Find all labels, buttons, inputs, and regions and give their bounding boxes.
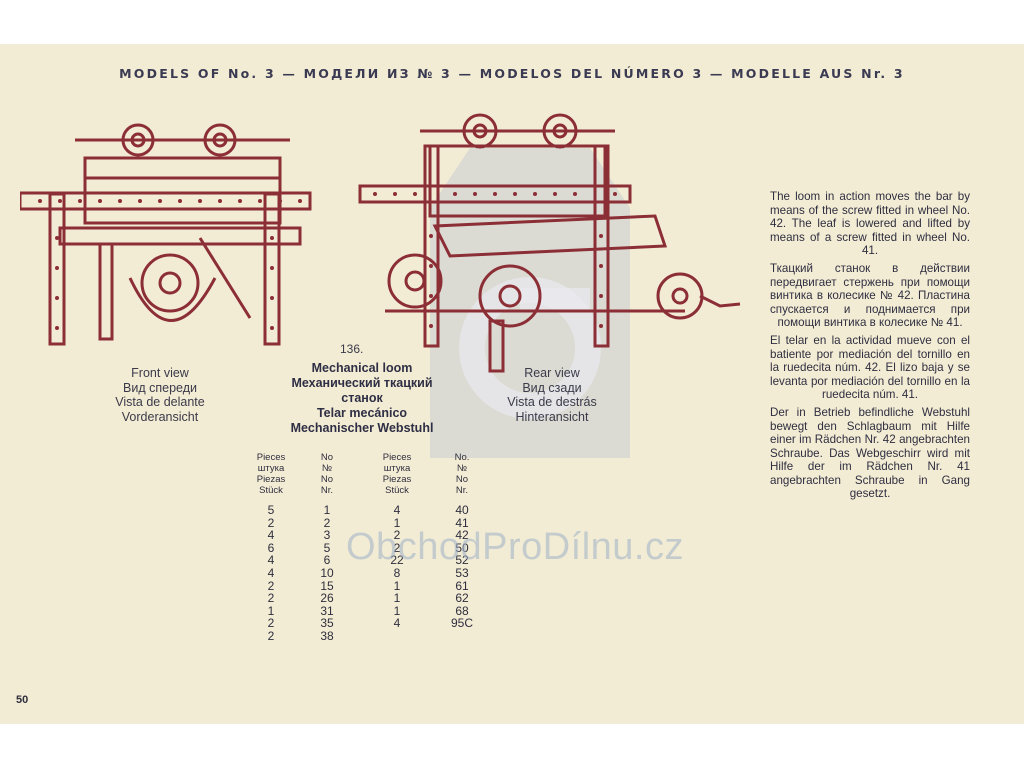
model-title-ru-2: станок xyxy=(341,391,383,405)
rear-caption-de: Hinteransicht xyxy=(515,409,589,424)
rear-caption-en: Rear view xyxy=(524,366,580,380)
rear-view-diagram xyxy=(358,113,741,373)
model-title-ru-1: Механический ткацкий xyxy=(291,376,433,390)
front-caption-en: Front view xyxy=(131,366,189,380)
description-text: The loom in action moves the bar by mean… xyxy=(770,190,970,505)
watermark-text: ObchodProDílnu.cz xyxy=(346,526,684,568)
front-caption-de: Vorderansicht xyxy=(121,409,199,424)
page-number: 50 xyxy=(16,694,29,706)
front-view-diagram xyxy=(20,123,312,346)
rear-caption-es: Vista de destrás xyxy=(507,395,597,409)
model-title-en: Mechanical loom xyxy=(311,361,413,375)
model-title: Mechanical loom Механический ткацкий ста… xyxy=(262,361,462,436)
front-view-caption: Front view Вид спереди Vista de delante … xyxy=(80,366,240,424)
manual-page: MODELS OF No. 3 — МОДЕЛИ ИЗ № 3 — MODELO… xyxy=(0,44,1024,724)
model-title-de: Mechanischer Webstuhl xyxy=(290,421,434,435)
rear-caption-ru: Вид сзади xyxy=(522,380,582,395)
model-number: 136. xyxy=(340,342,364,356)
front-caption-ru: Вид спереди xyxy=(123,380,197,395)
description-ru: Ткацкий станок в действии передвигает ст… xyxy=(770,261,970,330)
page-header: MODELS OF No. 3 — МОДЕЛИ ИЗ № 3 — MODELO… xyxy=(119,66,905,81)
watermark-logo-icon xyxy=(430,148,630,458)
description-en: The loom in action moves the bar by mean… xyxy=(770,190,970,258)
rear-view-caption: Rear view Вид сзади Vista de destrás Hin… xyxy=(492,366,612,424)
model-title-es: Telar mecánico xyxy=(316,406,408,420)
description-es: El telar en la actividad mueve con el ba… xyxy=(770,333,970,402)
description-de: Der in Betrieb befindliche Webstuhl bewe… xyxy=(770,405,970,501)
front-caption-es: Vista de delante xyxy=(115,395,205,409)
